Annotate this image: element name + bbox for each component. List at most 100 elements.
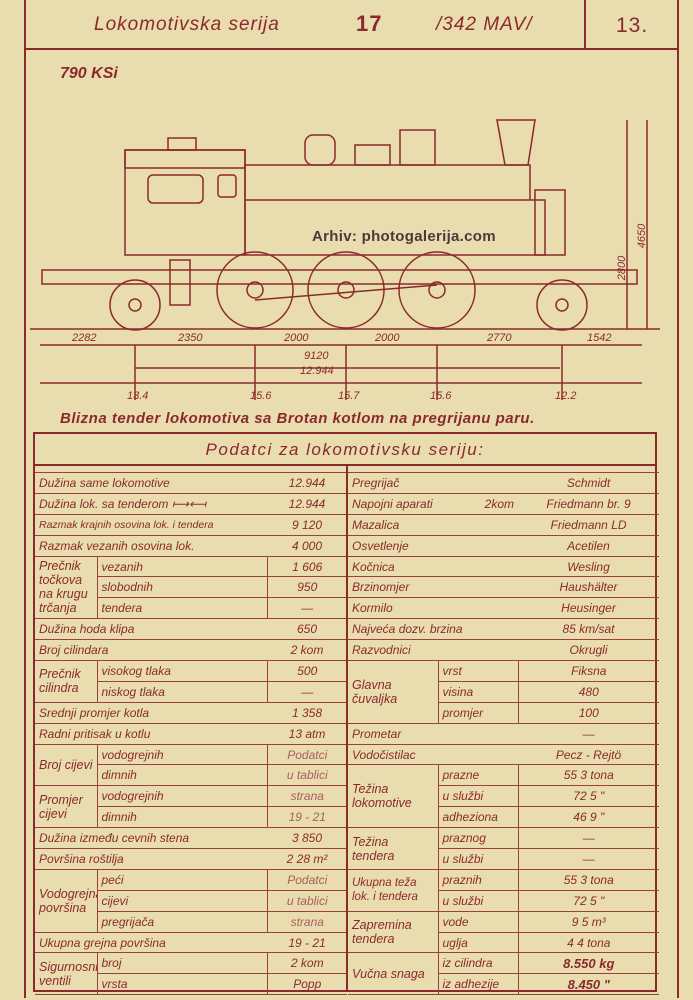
row-label: Razmak vezanih osovina lok. — [35, 535, 268, 557]
row-value: 1 358 — [267, 702, 348, 724]
row-value: Heusinger — [518, 597, 660, 620]
sub-label: visokog tlaka — [97, 660, 268, 682]
table-row: niskog tlaka— — [35, 681, 348, 703]
row-value: Popp — [267, 973, 348, 996]
sub-label: vezanih — [97, 556, 268, 578]
sub-label: niskog tlaka — [97, 681, 268, 703]
row-value: 650 — [267, 618, 348, 641]
table-row: u službi— — [348, 848, 660, 870]
sub-label: slobodnih — [97, 576, 268, 599]
sub-label: vrsta — [97, 973, 268, 996]
row-value: — — [267, 681, 348, 703]
sub-label: vrst — [438, 660, 519, 682]
row-value: 85 km/sat — [518, 618, 660, 641]
row-value: Okrugli — [518, 639, 660, 662]
sub-label: visina — [438, 681, 519, 703]
axle-load: 15.7 — [338, 390, 360, 402]
row-value: — — [518, 848, 660, 870]
group-label: Promjer cijevi — [35, 785, 98, 829]
row-value: Fiksna — [518, 660, 660, 682]
sub-label: praznog — [438, 827, 519, 850]
group-label: Težina tendera — [348, 827, 439, 870]
row-value: 8.550 kg — [518, 952, 660, 975]
row-value: Podatci — [267, 744, 348, 766]
old-designation: /342 MAV/ — [436, 14, 533, 35]
table-row: Razmak vezanih osovina lok.4 000 — [35, 535, 348, 557]
row-value: strana — [267, 785, 348, 808]
row-value: 9 120 — [267, 514, 348, 536]
sub-label: u službi — [438, 890, 519, 912]
row-value: Haushälter — [518, 576, 660, 599]
row-value: 8.450 " — [518, 973, 660, 996]
watermark: Arhiv: photogalerija.com — [312, 228, 496, 245]
row-value: 12.944 — [267, 493, 348, 515]
spacing-dimension: 2000 — [375, 332, 400, 344]
height-dimension: 2800 — [616, 255, 629, 281]
row-label: Površina roštilja — [35, 848, 268, 870]
group-label: Vodogrejna površina — [35, 869, 98, 933]
axle-load: 15.6 — [250, 390, 272, 402]
row-label: Osvetlenje — [348, 535, 519, 557]
sub-label: pregrijača — [97, 911, 268, 933]
sub-label: praznih — [438, 869, 519, 891]
row-label: Kočnica — [348, 556, 519, 578]
series-label: Lokomotivska serija — [94, 14, 280, 35]
spacing-dimension: 2770 — [487, 332, 512, 344]
group-label: Glavna čuvaljka — [348, 660, 439, 724]
row-label: Napojni aparati — [348, 493, 438, 515]
row-count: 2kom — [438, 493, 519, 515]
row-value: 19 - 21 — [267, 806, 348, 829]
row-label: Pregrijač — [348, 472, 519, 494]
sub-label: vodogrejnih — [97, 744, 268, 766]
row-value: 9 5 m³ — [518, 911, 660, 933]
group-label: Vučna snaga — [348, 952, 439, 996]
row-value: Pecz - Rejtö — [518, 744, 660, 766]
sub-label: adheziona — [438, 806, 519, 829]
spacing-dimension: 2000 — [284, 332, 309, 344]
group-label: Zapremina tendera — [348, 911, 439, 954]
row-label: Najveća dozv. brzina — [348, 618, 519, 641]
row-label: Srednji promjer kotla — [35, 702, 268, 724]
sub-label: cijevi — [97, 890, 268, 912]
sub-label: iz cilindra — [438, 952, 519, 975]
group-label: Broj cijevi — [35, 744, 98, 787]
row-value: 2 kom — [267, 639, 348, 662]
row-label: Radni pritisak u kotlu — [35, 723, 268, 745]
row-value: 1 606 — [267, 556, 348, 578]
row-label: Brzinomjer — [348, 576, 519, 599]
row-label: Razmak krajnih osovina lok. i tendera — [35, 514, 268, 536]
sub-label: uglja — [438, 932, 519, 954]
sub-label: iz adhezije — [438, 973, 519, 996]
row-value: 19 - 21 — [267, 932, 348, 954]
table-row: tendera— — [35, 597, 348, 620]
row-value: 500 — [267, 660, 348, 682]
row-value: 46 9 " — [518, 806, 660, 829]
table-row: Dužina lok. sa tenderom ⟼⟻12.944 — [35, 493, 348, 515]
row-label: Prometar — [348, 723, 519, 745]
sub-label: vodogrejnih — [97, 785, 268, 808]
row-label: Dužina lok. sa tenderom ⟼⟻ — [35, 493, 268, 515]
